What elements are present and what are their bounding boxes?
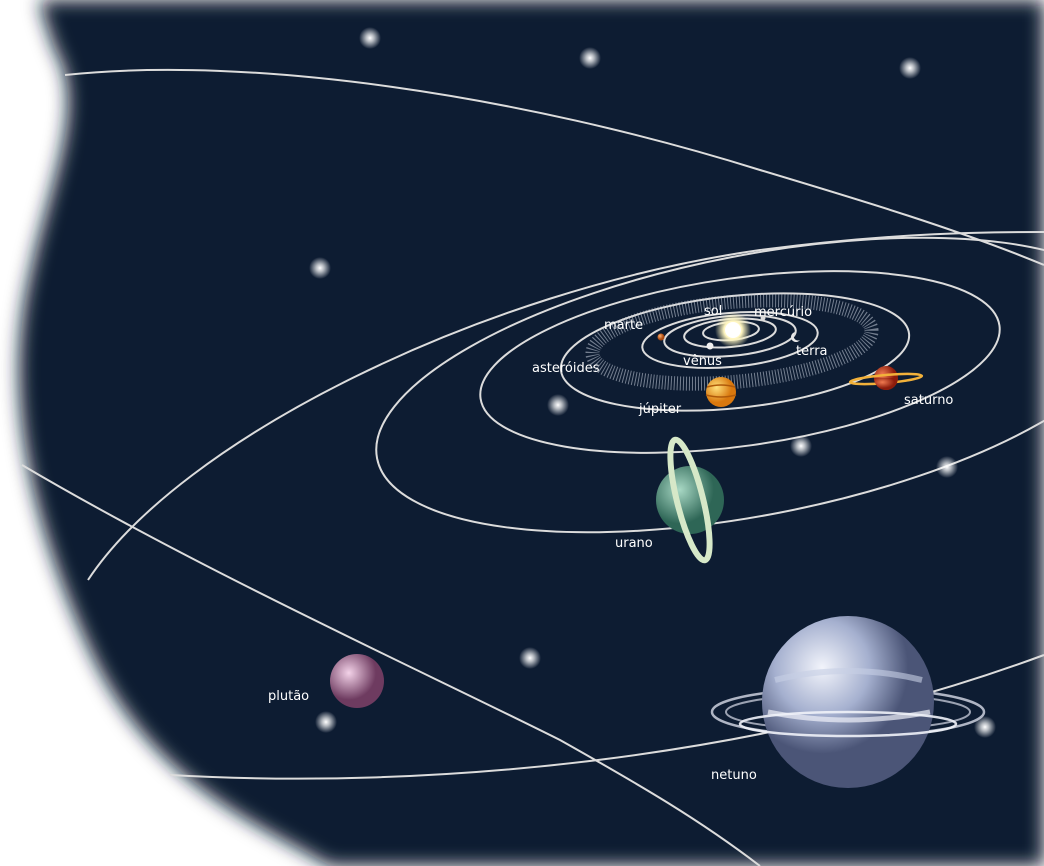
star [309, 257, 331, 279]
sun-core [725, 322, 741, 338]
label-marte: marte [604, 318, 643, 333]
orbit-neptune [87, 231, 1044, 581]
planet-marte [657, 333, 665, 341]
label-plutao: plutão [268, 689, 309, 704]
star [359, 27, 381, 49]
planet-terra [791, 332, 800, 342]
label-terra: terra [796, 344, 828, 359]
label-venus: vênus [683, 354, 722, 369]
star [547, 394, 569, 416]
planet-netuno [710, 616, 986, 788]
label-netuno: netuno [711, 768, 757, 783]
label-jupiter: júpiter [638, 402, 682, 417]
orbit-pluto-lower [21, 464, 761, 866]
label-mercurio: mercúrio [754, 305, 812, 320]
labels: sol mercúrio marte terra vênus asteróide… [268, 304, 953, 783]
planet-saturno [848, 366, 924, 390]
star [899, 57, 921, 79]
planet-mercurio [760, 315, 766, 321]
star [974, 716, 996, 738]
orbit-pluto-upper [64, 68, 1044, 266]
orbit-jupiter [559, 292, 911, 412]
orbit-saturno [479, 270, 1001, 454]
planet-venus [706, 342, 714, 350]
star [790, 435, 812, 457]
planet-jupiter [705, 377, 737, 407]
star [579, 47, 601, 69]
planet-urano [656, 436, 724, 564]
star [519, 647, 541, 669]
label-saturno: saturno [904, 393, 953, 408]
asteroid-belt [585, 293, 879, 391]
label-asteroides: asteróides [532, 361, 600, 376]
stars [309, 27, 996, 738]
label-sol: sol [704, 304, 722, 319]
star [315, 711, 337, 733]
star [936, 456, 958, 478]
orbit-urano [375, 236, 1044, 534]
label-urano: urano [615, 536, 653, 551]
planet-plutao [330, 654, 384, 708]
